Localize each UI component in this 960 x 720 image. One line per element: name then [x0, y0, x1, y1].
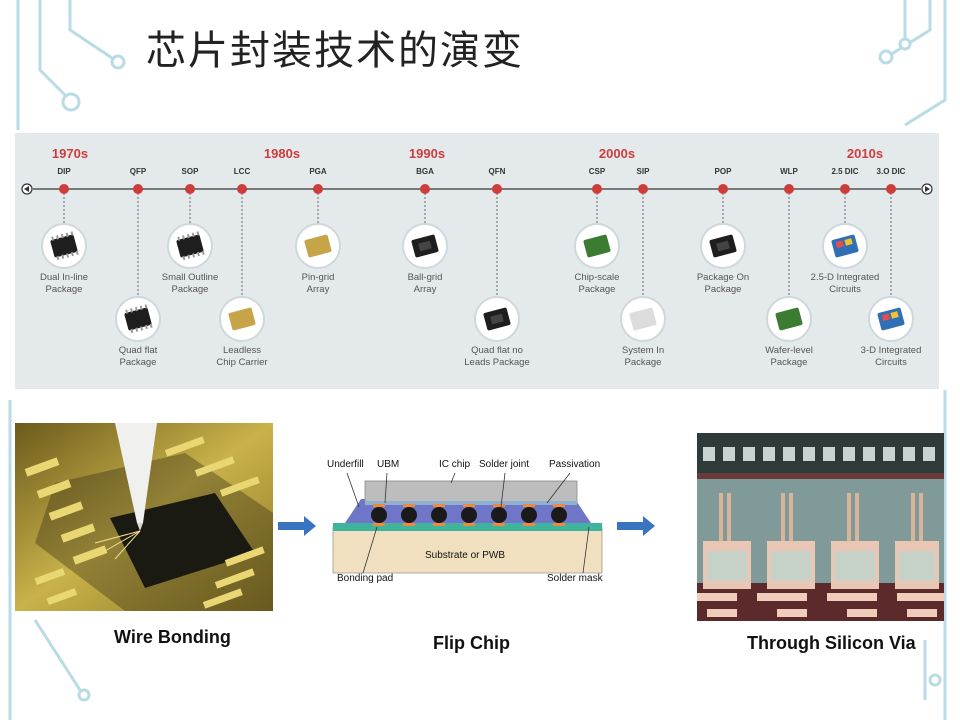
sop-chip-icon — [167, 223, 213, 269]
flip-chip-diagram: Underfill UBM IC chip Solder joint Passi… — [325, 455, 610, 585]
ic3d-chip-icon — [868, 296, 914, 342]
decade-label: 1980s — [263, 146, 301, 161]
timeline-dot — [886, 184, 896, 194]
timeline-graphics — [21, 183, 933, 342]
tsv-caption: Through Silicon Via — [747, 633, 916, 653]
timeline-dot — [420, 184, 430, 194]
page-title: 芯片封装技术的演变 — [146, 28, 524, 74]
package-abbr: CSP — [588, 167, 606, 176]
flip-chip-caption: Flip Chip — [433, 633, 510, 653]
qfn-chip-icon — [474, 296, 520, 342]
wire-bonding-photo — [15, 423, 273, 611]
timeline-dot — [185, 184, 195, 194]
package-abbr: QFP — [129, 167, 147, 176]
package-abbr: BGA — [416, 167, 434, 176]
package-abbr: SIP — [636, 167, 650, 176]
substrate-label: Substrate or PWB — [425, 550, 506, 561]
package-abbr: PGA — [309, 167, 327, 176]
package-abbr: POP — [714, 167, 732, 176]
timeline-dot — [59, 184, 69, 194]
decade-label: 1990s — [408, 146, 446, 161]
dip-chip-icon — [41, 223, 87, 269]
csp-chip-icon — [574, 223, 620, 269]
passivation-label: Passivation — [549, 459, 601, 470]
timeline-dot — [592, 184, 602, 194]
lcc-chip-icon — [219, 296, 265, 342]
timeline-dot — [638, 184, 648, 194]
package-abbr: 2.5 DIC — [831, 167, 859, 176]
arrow-right-icon — [617, 516, 655, 536]
bonding-pad-label: Bonding pad — [337, 573, 394, 584]
pop-chip-icon — [700, 223, 746, 269]
pga-chip-icon — [295, 223, 341, 269]
timeline-dot — [237, 184, 247, 194]
qfp-chip-icon — [115, 296, 161, 342]
package-abbr: DIP — [57, 167, 71, 176]
wire-bonding-caption: Wire Bonding — [114, 627, 231, 647]
package-abbr: QFN — [488, 167, 506, 176]
timeline-dot — [133, 184, 143, 194]
arrow-right-icon — [278, 516, 316, 536]
decade-label: 1970s — [51, 146, 89, 161]
timeline-dot — [718, 184, 728, 194]
bga-chip-icon — [402, 223, 448, 269]
timeline-dot — [492, 184, 502, 194]
timeline-dot — [313, 184, 323, 194]
sip-chip-icon — [620, 296, 666, 342]
decade-label: 2000s — [598, 146, 636, 161]
package-abbr: LCC — [233, 167, 251, 176]
timeline-dot — [840, 184, 850, 194]
ubm-label: UBM — [377, 459, 400, 470]
ic25d-chip-icon — [822, 223, 868, 269]
timeline-dot — [784, 184, 794, 194]
ic-chip-label: IC chip — [439, 459, 471, 470]
solder-joint-label: Solder joint — [479, 459, 530, 470]
tsv-photo — [697, 433, 944, 621]
decade-label: 2010s — [846, 146, 884, 161]
package-abbr: 3.O DIC — [876, 167, 906, 176]
underfill-label: Underfill — [327, 459, 364, 470]
wlp-chip-icon — [766, 296, 812, 342]
package-abbr: WLP — [780, 167, 798, 176]
package-abbr: SOP — [181, 167, 199, 176]
solder-mask-label: Solder mask — [547, 573, 603, 584]
